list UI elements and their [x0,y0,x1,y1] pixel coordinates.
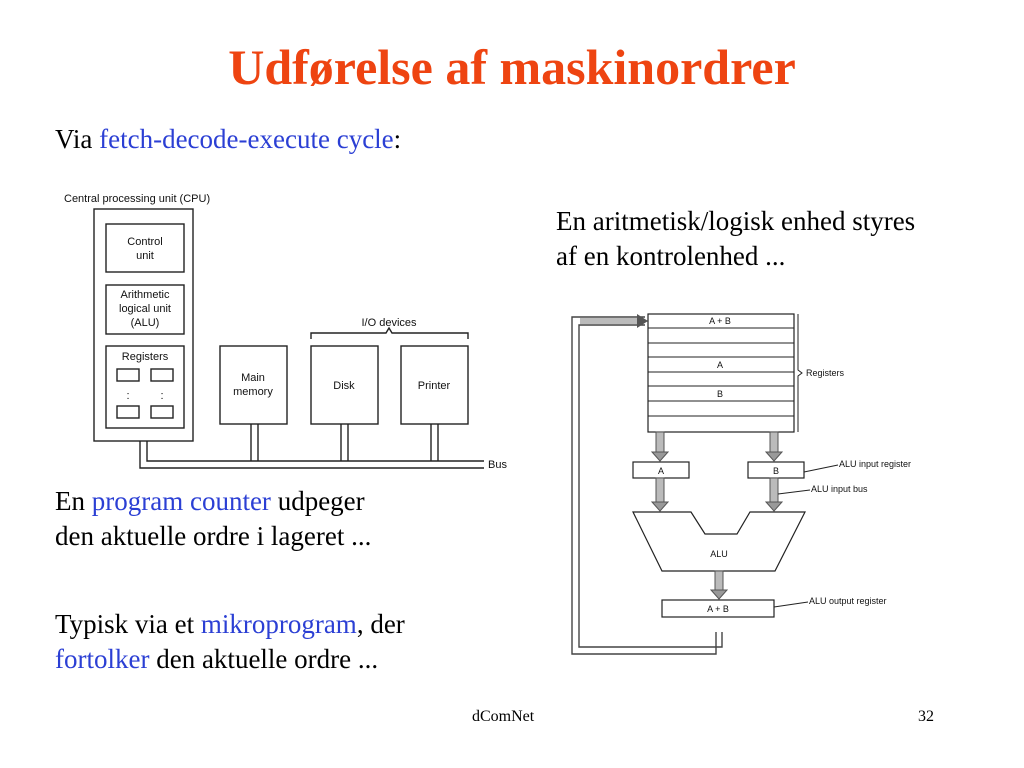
alu-output-register [661,599,775,618]
alu-input-register-label: ALU input register [839,459,911,469]
feedback-fill [580,318,637,324]
alu-output-register-label: ALU output register [809,596,887,606]
micro-term2: fortolker [55,644,150,675]
alu-line1: Arithmetic [121,289,170,301]
reg-a-label: A [717,360,723,370]
bus-line-outer [139,441,484,469]
callout-output-register [773,601,809,608]
callout-input-register [803,464,839,473]
printer-label: Printer [418,380,451,392]
alu-line3: (ALU) [131,317,160,329]
intro-term: fetch-decode-execute cycle [99,124,394,154]
disk-label: Disk [333,380,355,392]
reg-top-label: A + B [709,316,731,326]
pc-prefix: En [55,486,92,516]
micro-term: mikroprogram [200,609,357,639]
main-memory-line2: memory [233,386,273,398]
printer-box [400,345,469,425]
io-brace [310,326,469,339]
slide-title: Udførelse af maskinordrer [228,39,796,95]
micro-line2: fortolker den aktuelle ordre ... [55,642,405,677]
intro-suffix: : [393,124,402,154]
main-memory-box [219,345,288,425]
input-a-label: A [658,466,664,476]
printer-bus-link [430,424,439,461]
page-number: 32 [918,708,934,725]
control-unit-line1: Control [127,236,162,248]
alu-line2: logical unit [119,303,171,315]
register-cell [150,368,174,382]
registers-callout-label: Registers [806,368,845,378]
register-dots: : [160,390,163,402]
intro-prefix: Via [55,124,100,154]
register-cell [116,368,140,382]
main-memory-line1: Main [241,372,265,384]
micro-line1: Typisk via et mikroprogram, der [55,607,405,642]
register-dots: : [126,390,129,402]
disk-box [310,345,379,425]
output-label: A + B [707,604,729,614]
pc-line1: En program counter udpeger [55,484,371,519]
feedback-arrowhead [637,314,648,328]
registers-brace [797,314,803,432]
alu-label: ALU [710,549,728,559]
control-unit-box [105,223,185,273]
alu-description-line2: af en kontrolenhed ... [556,241,786,272]
input-b-label: B [773,466,779,476]
pc-term: program counter [91,486,271,516]
alu-box [105,284,185,335]
pc-line2: den aktuelle ordre i lageret ... [55,521,372,552]
bus-line-inner [146,441,484,462]
cpu-box [93,208,194,442]
disk-bus-link [340,424,349,461]
input-to-alu-arrows [650,477,784,512]
callout-input-bus [777,489,811,495]
alu-shape [632,511,806,572]
feedback-inner [578,324,723,648]
registers-box [105,345,185,429]
intro-text: Via fetch-decode-execute cycle: [55,122,401,157]
footer-text: dComNet [472,708,535,725]
micro-suffix: , der [356,609,405,639]
alu-to-output-arrow [709,570,729,600]
registers-label: Registers [122,351,169,363]
io-devices-label: I/O devices [361,317,417,329]
control-unit-line2: unit [136,250,154,262]
micro-prefix: Typisk via et [55,609,201,639]
register-cell [150,405,174,419]
register-cell [116,405,140,419]
alu-description: En aritmetisk/logisk enhed styres af en k… [556,204,915,274]
alu-description-line1: En aritmetisk/logisk enhed styres [556,206,916,236]
memory-bus-link [250,424,259,461]
micro-line2-suffix: den aktuelle ordre ... [149,644,379,675]
register-file [647,313,795,433]
reg-b-label: B [717,389,723,399]
pc-suffix: udpeger [270,486,365,516]
cpu-label: Central processing unit (CPU) [64,193,210,205]
alu-input-bus-label: ALU input bus [811,484,868,494]
register-to-input-arrows [650,431,784,462]
bus-label: Bus [488,459,507,471]
